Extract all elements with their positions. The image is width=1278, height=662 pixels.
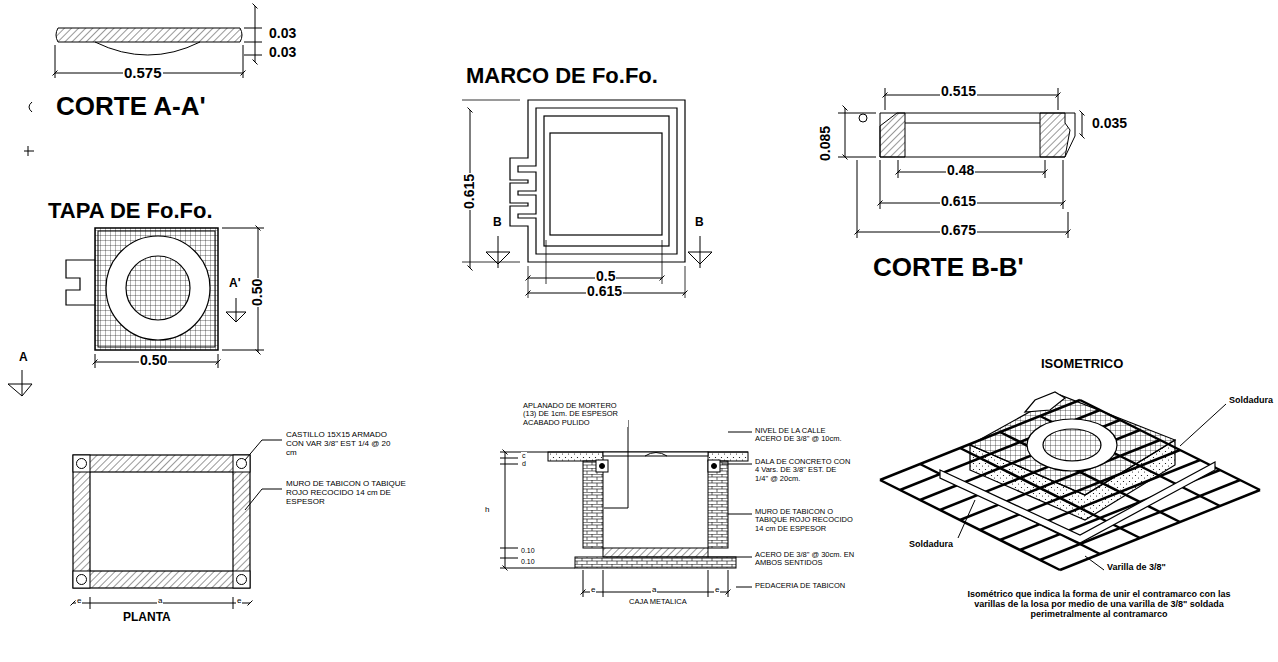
callout-text: NIVEL DE LA CALLE ACERO DE 3/8" @ 10cm. <box>754 427 852 444</box>
isometric-view <box>880 392 1260 570</box>
view-title: TAPA DE Fo.Fo. <box>47 199 214 223</box>
dimension-label: 0.575 <box>123 65 163 82</box>
dimension-label: h <box>484 506 490 515</box>
dimension-label: 0.085 <box>818 125 833 162</box>
iron-cover <box>8 228 264 396</box>
section-a <box>24 6 262 156</box>
dimension-label: e <box>590 586 596 595</box>
dimension-label: 0.615 <box>586 284 623 299</box>
section-marker: A' <box>228 277 242 290</box>
section-b <box>838 88 1082 238</box>
dimension-label: e <box>714 586 720 595</box>
dimension-label: 0.10 <box>520 558 536 566</box>
view-title: ISOMETRICO <box>1040 357 1124 371</box>
dimension-label: e <box>236 597 242 606</box>
dimension-label: 0.5 <box>595 269 616 284</box>
note-text: Isométrico que indica la forma de unir e… <box>963 590 1235 620</box>
callout-text: CASTILLO 15X15 ARMADO CON VAR 3/8" EST 1… <box>285 431 399 457</box>
view-title: CORTE A-A' <box>55 92 207 121</box>
callout-text: ACERO DE 3/8" @ 30cm. EN AMBOS SENTIDOS <box>754 551 856 568</box>
callout-text: PEDACERIA DE TABICON <box>754 582 846 590</box>
dimension-label: 0.48 <box>946 163 975 178</box>
dimension-label: 0.03 <box>268 45 297 60</box>
dimension-label: 0.615 <box>462 173 477 210</box>
callout-text: MURO DE TABICON O TABIQUE ROJO RECOCIDO … <box>754 508 856 533</box>
dimension-label: 0.10 <box>520 547 536 555</box>
dimension-label: a <box>651 586 657 595</box>
dimension-label: 0.615 <box>940 194 977 209</box>
dimension-label: 0.675 <box>940 223 977 238</box>
view-title: MARCO DE Fo.Fo. <box>465 64 659 88</box>
iron-frame <box>462 100 712 298</box>
dimension-label: 0.035 <box>1091 116 1128 131</box>
callout-text: MURO DE TABICON O TABIQUE ROJO RECOCIDO … <box>285 480 415 506</box>
caption-text: CAJA METALICA <box>628 598 688 606</box>
weld-label: Soldadura <box>1228 396 1274 406</box>
dimension-label: c <box>521 452 527 460</box>
callout-text: DALA DE CONCRETO CON 4 Vars. DE 3/8" EST… <box>754 458 852 483</box>
dimension-label: 0.50 <box>139 353 168 368</box>
section-marker: A <box>18 351 29 364</box>
section-marker: B <box>492 216 503 229</box>
dimension-label: e <box>76 597 82 606</box>
manhole-section <box>500 420 752 597</box>
dimension-label: d <box>521 460 527 468</box>
section-marker: B <box>694 216 705 229</box>
rebar-label: Varilla de 3/8" <box>1106 563 1167 573</box>
dimension-label: 0.50 <box>250 278 265 307</box>
view-title: PLANTA <box>122 611 172 624</box>
dimension-label: a <box>157 597 163 606</box>
dimension-label: 0.515 <box>940 84 977 99</box>
weld-label: Soldadura <box>908 540 954 550</box>
callout-text: APLANADO DE MORTERO (13) DE 1cm. DE ESPE… <box>522 402 628 427</box>
view-title: CORTE B-B' <box>872 253 1025 282</box>
plan-view <box>73 440 282 609</box>
dimension-label: 0.03 <box>268 26 297 41</box>
